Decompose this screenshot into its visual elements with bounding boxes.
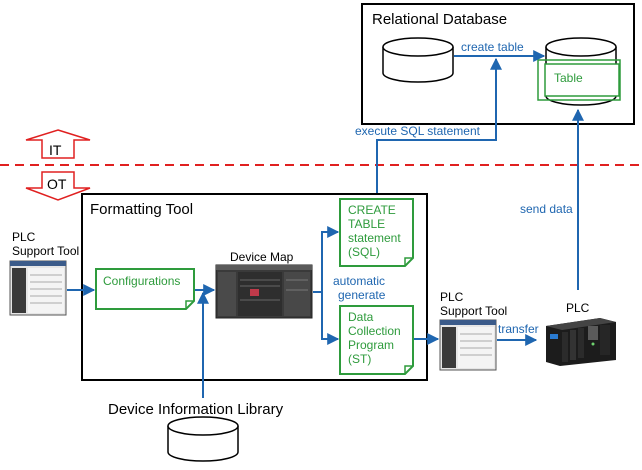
right-support-tool-label: PLC Support Tool — [440, 290, 507, 318]
it-label: IT — [49, 142, 62, 158]
create-table-line-3: statement — [348, 231, 401, 245]
table-outline-front — [544, 63, 620, 97]
send-data-label: send data — [520, 202, 573, 216]
data-collection-line-4: (ST) — [348, 352, 371, 366]
data-collection-line-1: Data — [348, 310, 374, 324]
create-table-label: create table — [461, 40, 524, 54]
transfer-label: transfer — [498, 322, 539, 336]
library-cylinder-icon — [167, 416, 239, 462]
ot-label: OT — [47, 176, 67, 192]
create-table-statement-document — [339, 198, 414, 267]
right-support-tool-screenshot — [439, 319, 497, 371]
data-collection-program-document — [339, 305, 414, 375]
device-information-library-label: Device Information Library — [108, 401, 284, 418]
plc-label: PLC — [566, 301, 590, 315]
table-label: Table — [554, 71, 583, 85]
relational-database-title: Relational Database — [372, 11, 507, 28]
right-support-tool-line-1: PLC — [440, 290, 464, 304]
left-support-tool-line-2: Support Tool — [12, 244, 79, 258]
device-map-label: Device Map — [230, 250, 294, 264]
execute-sql-label: execute SQL statement — [355, 124, 481, 138]
generate-label: generate — [338, 288, 386, 302]
data-collection-program-text: Data Collection Program (ST) — [348, 310, 404, 366]
devicemap-to-createtable-arrow — [313, 226, 340, 293]
create-table-statement-text: CREATE TABLE statement (SQL) — [348, 203, 404, 259]
data-collection-line-3: Program — [348, 338, 394, 352]
formatting-tool-title: Formatting Tool — [90, 201, 193, 218]
right-support-tool-line-2: Support Tool — [440, 304, 507, 318]
left-support-tool-label: PLC Support Tool — [12, 230, 79, 258]
data-collection-line-2: Collection — [348, 324, 401, 338]
it-up-arrow-icon — [25, 129, 91, 159]
ot-down-arrow-icon — [25, 171, 91, 201]
left-support-tool-screenshot — [9, 260, 67, 316]
automatic-label: automatic — [333, 274, 385, 288]
devicemap-to-datacollection-arrow — [321, 292, 340, 345]
execute-sql-arrow — [376, 57, 502, 198]
device-map-screenshot — [215, 264, 313, 319]
configurations-label: Configurations — [103, 274, 180, 288]
create-table-line-1: CREATE — [348, 203, 396, 217]
create-table-line-2: TABLE — [348, 217, 385, 231]
plc-hardware-icon — [546, 318, 616, 366]
create-table-line-4: (SQL) — [348, 245, 380, 259]
table-outline-back — [537, 59, 621, 101]
left-support-tool-line-1: PLC — [12, 230, 36, 244]
configurations-document — [95, 268, 195, 310]
database-cylinder-icon — [382, 37, 454, 83]
